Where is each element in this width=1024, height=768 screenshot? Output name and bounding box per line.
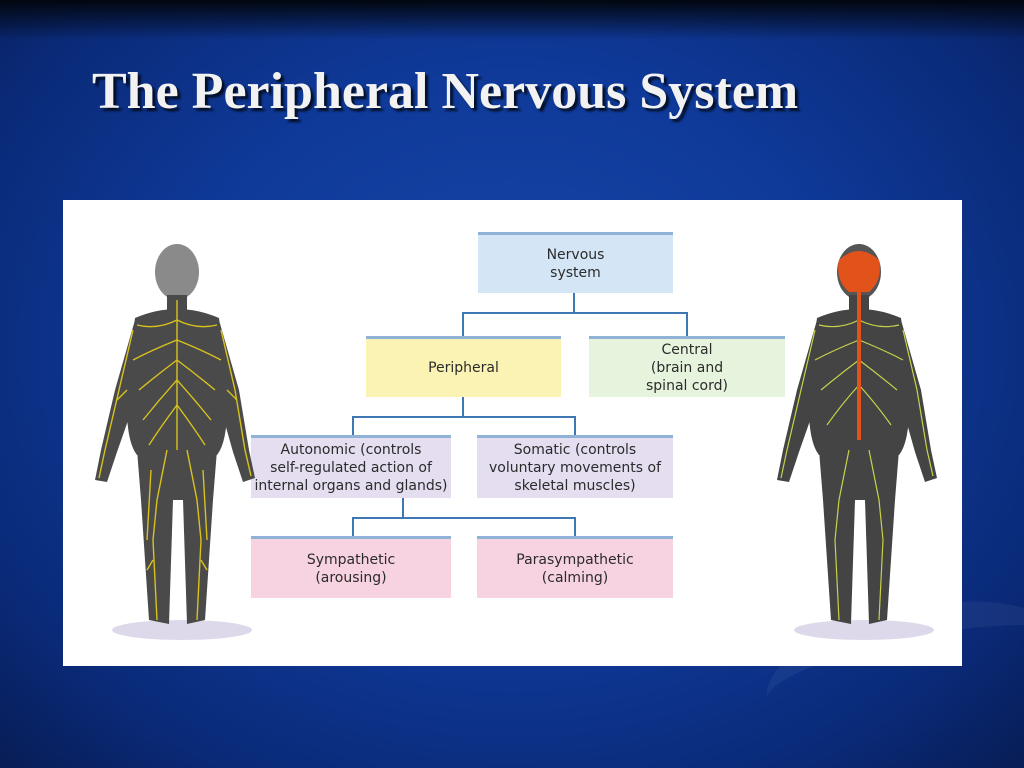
node-autonomic: Autonomic (controls self-regulated actio… bbox=[251, 435, 451, 498]
edge-nervous-to-central bbox=[574, 312, 688, 336]
human-figure-peripheral-nerves bbox=[87, 240, 267, 640]
diagram-panel: Nervous system Peripheral Central (brain… bbox=[63, 200, 962, 666]
node-central: Central (brain and spinal cord) bbox=[589, 336, 785, 397]
edge-autonomic-to-sympathetic bbox=[352, 498, 404, 536]
edge-peripheral-to-autonomic bbox=[352, 397, 464, 435]
edge-peripheral-to-somatic bbox=[463, 416, 576, 435]
connector-lines bbox=[352, 293, 688, 536]
edge-nervous-to-peripheral bbox=[462, 293, 575, 336]
top-shadow-band bbox=[0, 0, 1024, 40]
edge-autonomic-to-parasympathetic bbox=[403, 517, 576, 536]
node-nervous-system: Nervous system bbox=[478, 232, 673, 293]
node-sympathetic: Sympathetic (arousing) bbox=[251, 536, 451, 598]
node-somatic: Somatic (controls voluntary movements of… bbox=[477, 435, 673, 498]
slide-title: The Peripheral Nervous System bbox=[92, 63, 799, 120]
human-figure-central-nerves bbox=[769, 240, 949, 640]
node-peripheral: Peripheral bbox=[366, 336, 561, 397]
node-parasympathetic: Parasympathetic (calming) bbox=[477, 536, 673, 598]
